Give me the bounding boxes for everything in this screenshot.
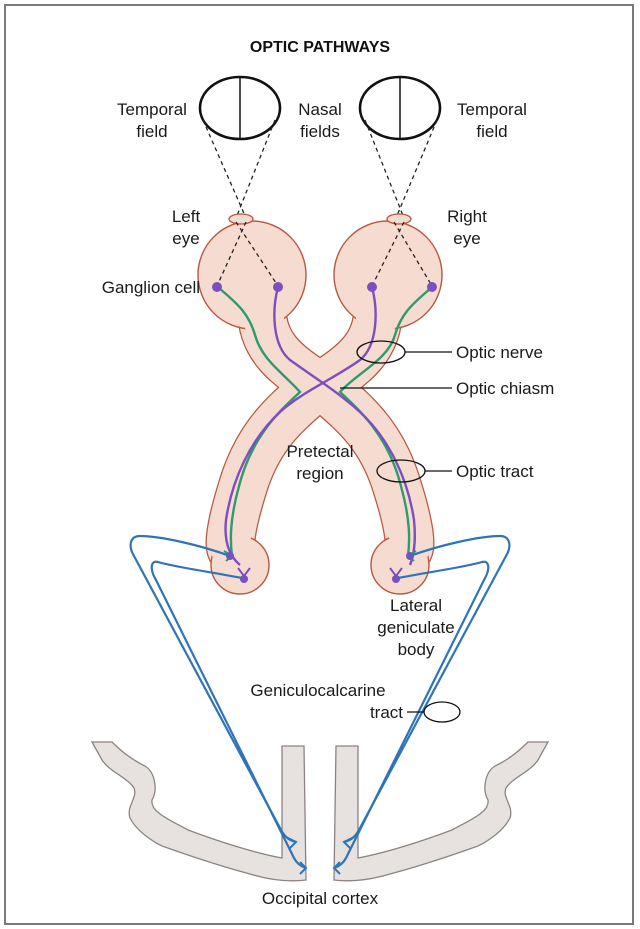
optic-nerve-label: Optic nerve: [456, 343, 543, 362]
right-lens: [387, 214, 411, 224]
temporal-field-right-line2: field: [476, 122, 507, 141]
ganglion-cell-right-temporal: [427, 282, 437, 292]
left-eye-line1: Left: [172, 207, 201, 226]
optic-chiasm-label: Optic chiasm: [456, 379, 554, 398]
temporal-field-left-line1: Temporal: [117, 100, 187, 119]
pretectal-region-line2: region: [296, 464, 343, 483]
right-eye-line2: eye: [453, 229, 480, 248]
occipital-cortex: [92, 742, 548, 881]
right-eye-line1: Right: [447, 207, 487, 226]
lgb-line2: geniculate: [377, 618, 455, 637]
left-visual-field: [200, 77, 280, 139]
nasal-fields-line2: fields: [300, 122, 340, 141]
optic-tissue: [198, 214, 442, 594]
ganglion-cell-left-nasal: [273, 282, 283, 292]
geniculocalcarine-line1: Geniculocalcarine: [250, 681, 385, 700]
right-visual-field: [360, 77, 440, 139]
left-eye-line2: eye: [172, 229, 199, 248]
diagram-title: OPTIC PATHWAYS: [250, 39, 390, 56]
ganglion-cell-left-temporal: [212, 282, 222, 292]
geniculocalcarine-line2: tract: [370, 703, 403, 722]
left-lens: [229, 214, 253, 224]
lgb-line1: Lateral: [390, 596, 442, 615]
temporal-field-right-line1: Temporal: [457, 100, 527, 119]
optic-tract-label: Optic tract: [456, 462, 534, 481]
nasal-fields-line1: Nasal: [298, 100, 341, 119]
temporal-field-left-line2: field: [136, 122, 167, 141]
ganglion-cell-label: Ganglion cell: [102, 278, 200, 297]
occipital-cortex-label: Occipital cortex: [262, 889, 379, 908]
ganglion-cell-right-nasal: [367, 282, 377, 292]
lgb-line3: body: [398, 640, 435, 659]
geniculocalcarine-tracts: [131, 536, 510, 874]
pretectal-region-line1: Pretectal: [286, 442, 353, 461]
